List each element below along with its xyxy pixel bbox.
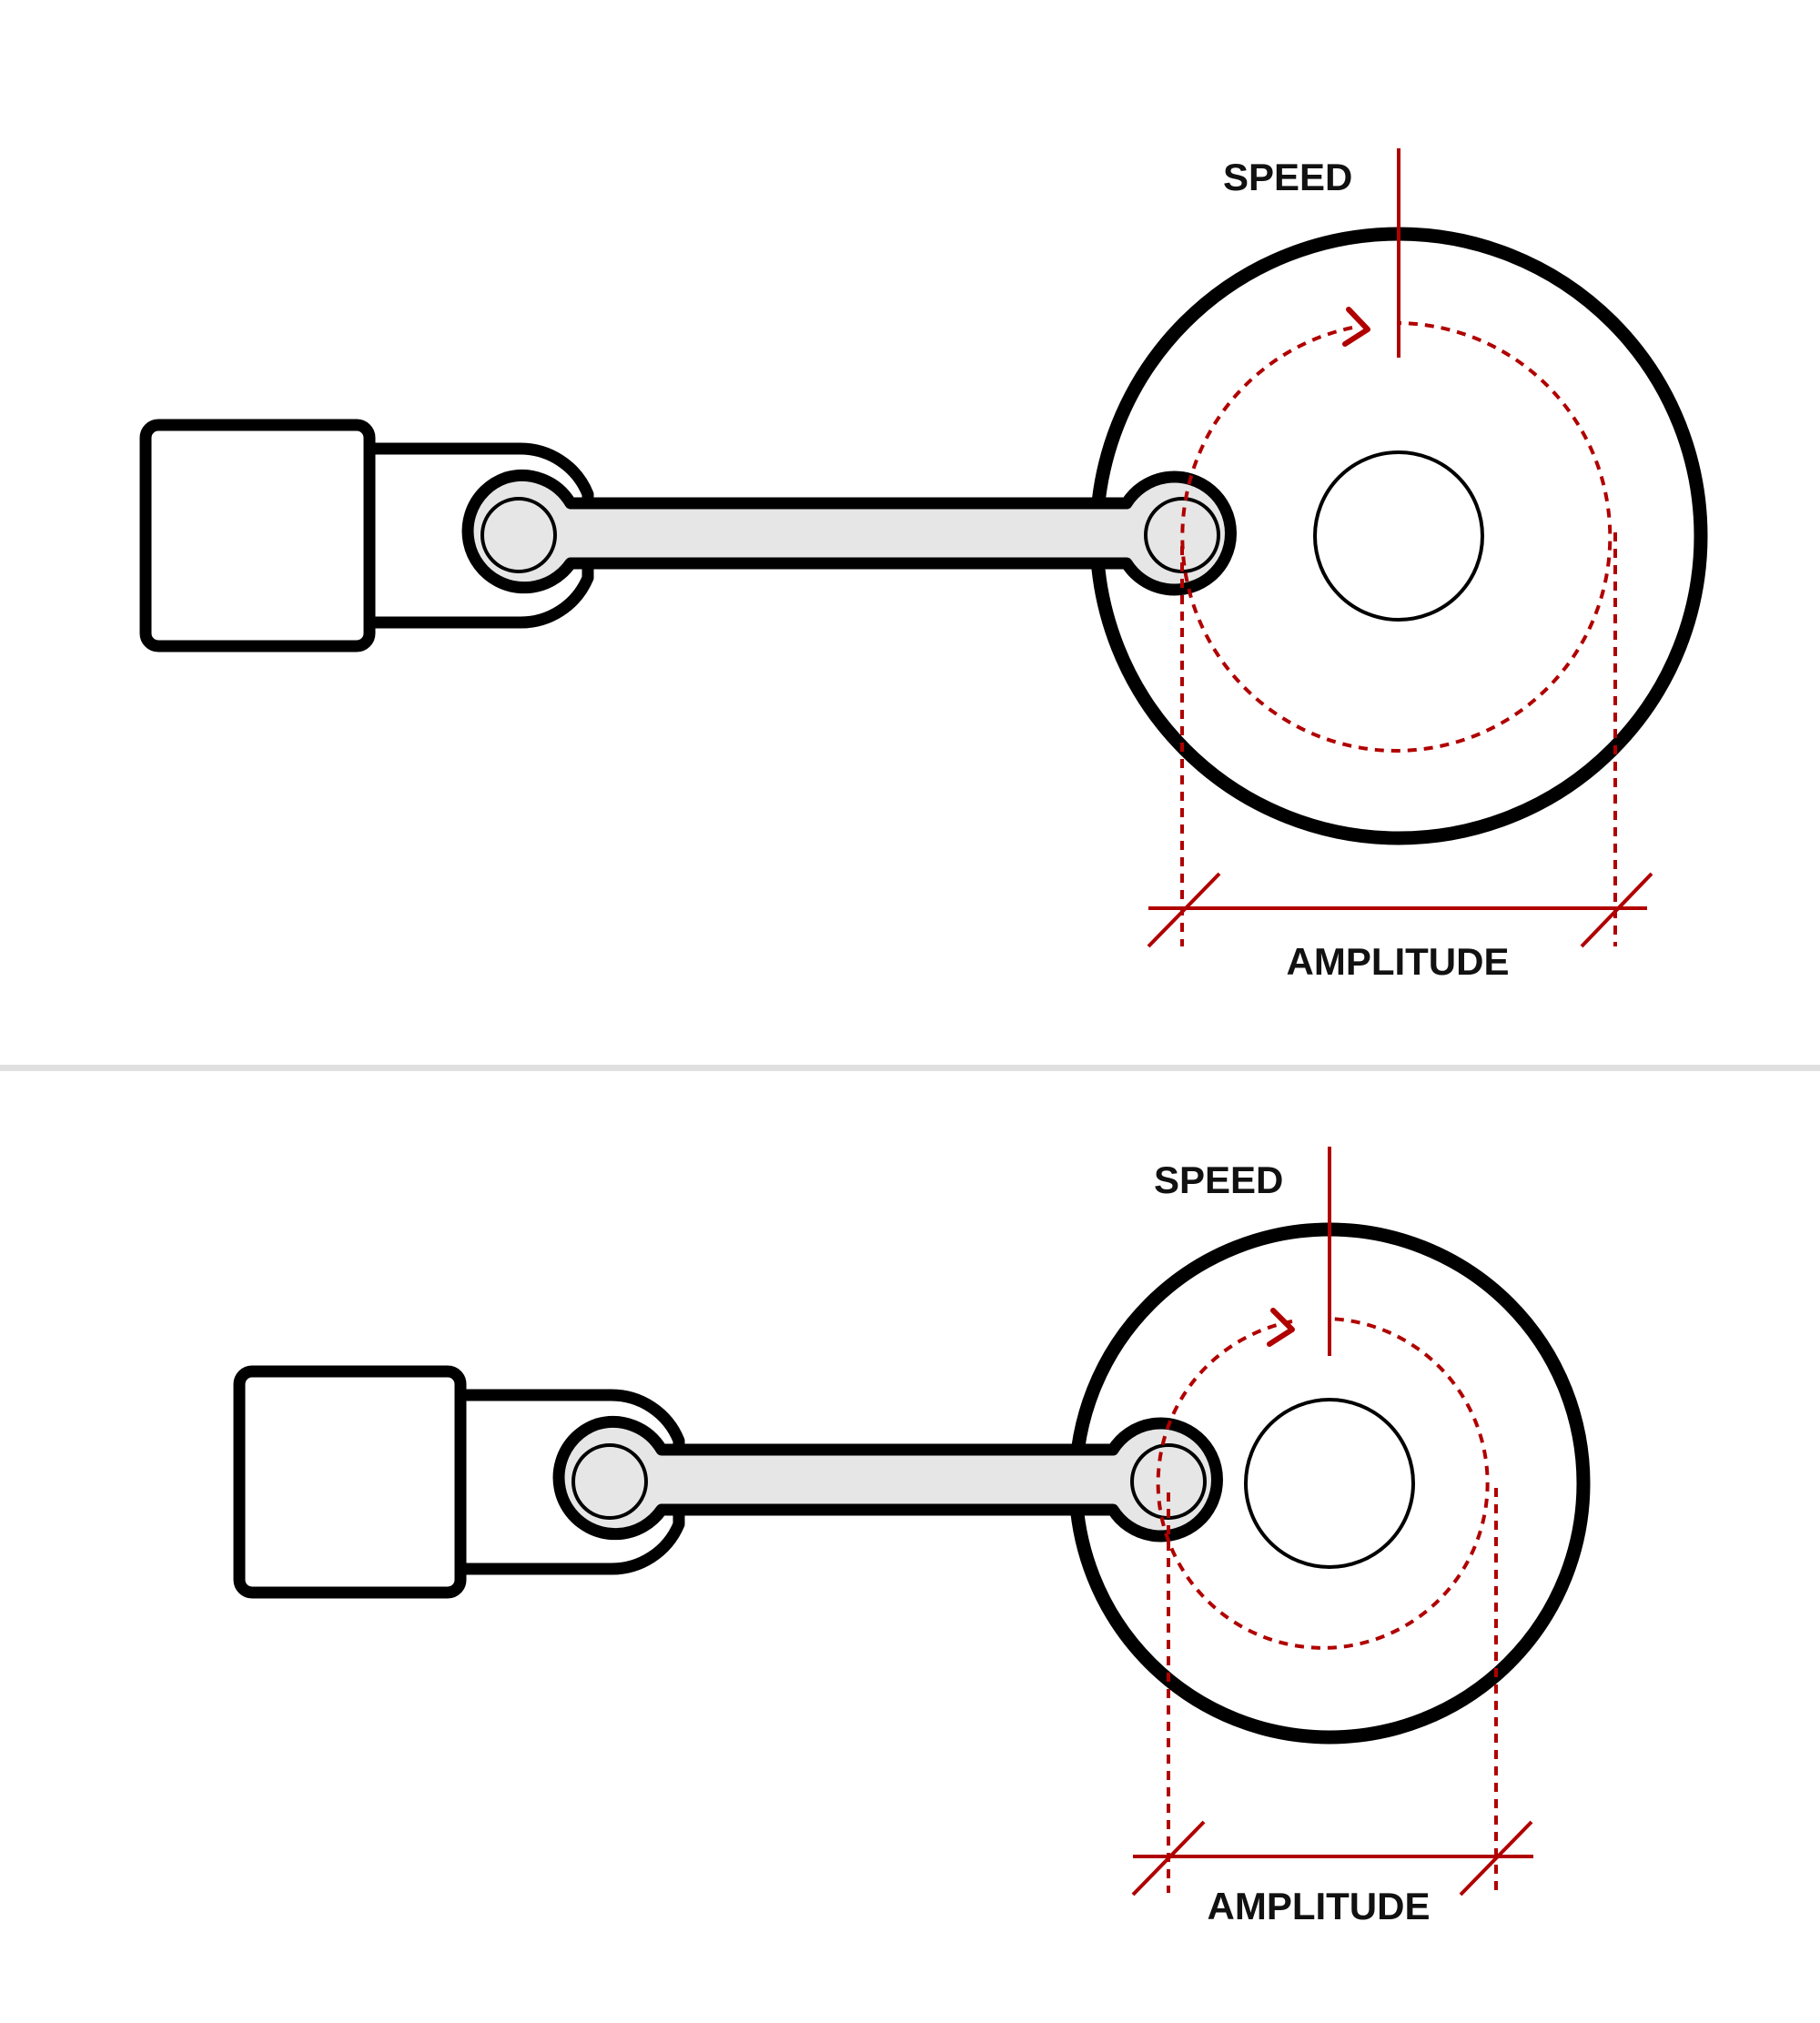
amplitude-tick-left bbox=[1131, 1820, 1206, 1897]
speed-label: SPEED bbox=[1154, 1158, 1283, 1201]
connecting-rod bbox=[552, 1415, 1223, 1543]
amplitude-tick-right bbox=[1459, 1820, 1533, 1897]
panel-top: SPEED AMPLITUDE bbox=[139, 148, 1708, 983]
amplitude-label: AMPLITUDE bbox=[1287, 940, 1510, 983]
left-pin bbox=[571, 1443, 648, 1520]
crank-pin bbox=[1130, 1443, 1207, 1520]
slider-block bbox=[233, 1365, 467, 1599]
left-pin bbox=[480, 497, 557, 573]
slider-block bbox=[139, 419, 376, 652]
connecting-rod bbox=[461, 469, 1237, 596]
rotation-arrow-icon bbox=[1267, 1308, 1295, 1347]
rotation-arrow-icon bbox=[1342, 307, 1370, 347]
amplitude-label: AMPLITUDE bbox=[1208, 1885, 1431, 1927]
amplitude-tick-right bbox=[1580, 872, 1653, 948]
panel-divider bbox=[0, 1065, 1820, 1071]
crank-path-dashed bbox=[1180, 321, 1613, 753]
panel-bottom: SPEED AMPLITUDE bbox=[233, 1147, 1591, 1927]
crank-path-dashed bbox=[1156, 1317, 1490, 1650]
axle-hub bbox=[1313, 450, 1484, 622]
axle-hub bbox=[1244, 1398, 1415, 1569]
speed-label: SPEED bbox=[1223, 156, 1352, 198]
amplitude-tick-left bbox=[1147, 872, 1221, 948]
